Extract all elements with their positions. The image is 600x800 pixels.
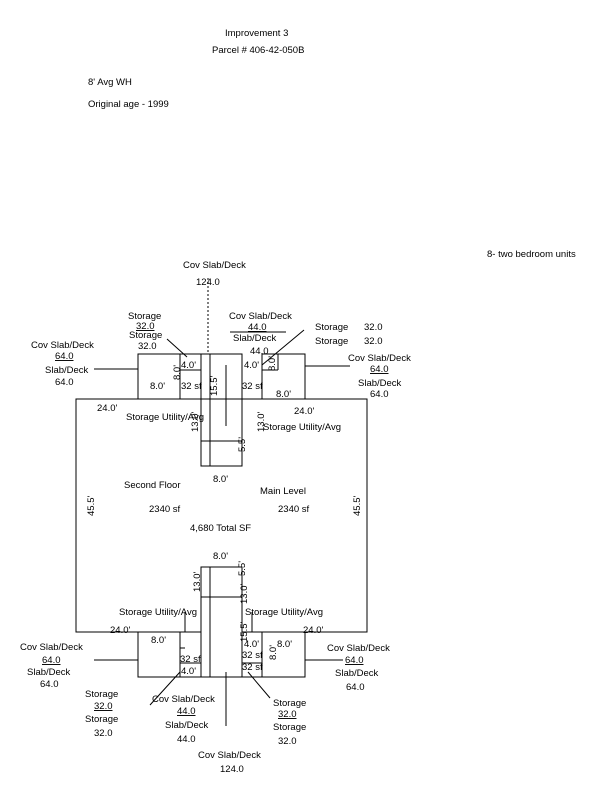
top-right-slab-value: 64.0 [370, 389, 389, 400]
top-dim-55: 5.5' [237, 437, 248, 452]
bottom-mid-slab-label: Slab/Deck [165, 720, 209, 731]
top-left-storage-a-value: 32.0 [136, 321, 155, 332]
bottom-cov-slab-label: Cov Slab/Deck [198, 750, 261, 761]
bottom-dim-8rv: 8.0' [268, 645, 279, 660]
top-dim-4a: 4.0' [181, 360, 196, 371]
top-mid-cov-value: 44.0 [248, 322, 267, 333]
bottom-mid-cov-label: Cov Slab/Deck [152, 694, 215, 705]
bottom-left-storage-a-value: 32.0 [94, 701, 113, 712]
units-note: 8- two bedroom units [487, 249, 576, 260]
top-right-slab-label: Slab/Deck [358, 378, 402, 389]
top-dim-13r: 13.0' [256, 412, 267, 432]
top-dim-24l: 24.0' [97, 403, 117, 414]
bottom-storage-util-left: Storage Utility/Avg [119, 607, 197, 618]
top-right-storage-b-value: 32.0 [364, 336, 383, 347]
top-mid-slab-value: 44.0 [250, 346, 269, 357]
top-left-slab-value: 64.0 [55, 377, 74, 388]
bottom-dim-32r1: 32 sf [242, 650, 263, 661]
top-left-storage-b-label: Storage [129, 330, 162, 341]
bottom-left-deck [137, 631, 202, 678]
right-dim-455: 45.5' [352, 496, 363, 516]
bottom-dim-13l: 13.0' [192, 572, 203, 592]
bottom-dim-24r: 24.0' [303, 625, 323, 636]
bottom-dim-13r: 13.0' [239, 584, 250, 604]
top-right-storage-b-label: Storage [315, 336, 348, 347]
bottom-dim-32l: 32 sf [180, 654, 201, 665]
bottom-right-slab-value: 64.0 [346, 682, 365, 693]
top-right-deck [261, 353, 306, 400]
top-dim-24r: 24.0' [294, 406, 314, 417]
second-floor-label: Second Floor [124, 480, 181, 491]
top-left-cov-label: Cov Slab/Deck [31, 340, 94, 351]
bottom-storage-util-right: Storage Utility/Avg [245, 607, 323, 618]
bottom-left-storage-b-value: 32.0 [94, 728, 113, 739]
top-right-cov-value: 64.0 [370, 364, 389, 375]
main-level-label: Main Level [260, 486, 306, 497]
avg-wall-height: 8' Avg WH [88, 77, 132, 88]
left-dim-455: 45.5' [86, 496, 97, 516]
top-storage-util-right: Storage Utility/Avg [263, 422, 341, 433]
second-floor-sf: 2340 sf [149, 504, 181, 515]
bottom-right-cov-label: Cov Slab/Deck [327, 643, 390, 654]
top-dim-32a: 32 sf [181, 381, 202, 392]
bottom-dim-32r2: 32 sf [242, 662, 263, 673]
top-cov-slab-value: 124.0 [196, 277, 220, 288]
top-dim-32b: 32 sf [242, 381, 263, 392]
bottom-mid-cov-value: 44.0 [177, 706, 196, 717]
bottom-dim-8l: 8.0' [151, 635, 166, 646]
bottom-cov-slab-value: 124.0 [220, 764, 244, 775]
top-dim-8d: 8.0' [276, 389, 291, 400]
top-right-storage-a-value: 32.0 [364, 322, 383, 333]
bottom-right-storage-b-value: 32.0 [278, 736, 297, 747]
bottom-left-cov-value: 64.0 [42, 655, 61, 666]
sketch-title: Improvement 3 [225, 28, 289, 39]
top-dim-8c: 8.0' [267, 356, 278, 371]
bottom-dim-4r: 4.0' [244, 639, 259, 650]
top-cov-slab-label: Cov Slab/Deck [183, 260, 246, 271]
bottom-right-deck [241, 631, 306, 678]
top-dim-8b: 8.0' [172, 365, 183, 380]
bottom-dim-155: 15.5' [239, 622, 250, 642]
top-left-cov-value: 64.0 [55, 351, 74, 362]
bottom-mid-slab-value: 44.0 [177, 734, 196, 745]
bottom-dim-55: 5.5' [237, 561, 248, 576]
parcel-number: Parcel # 406-42-050B [212, 45, 305, 56]
bottom-right-storage-a-label: Storage [273, 698, 306, 709]
top-left-storage-b-value: 32.0 [138, 341, 157, 352]
bottom-dim-8r: 8.0' [277, 639, 292, 650]
bottom-right-slab-label: Slab/Deck [335, 668, 379, 679]
top-dim-8a: 8.0' [150, 381, 165, 392]
bottom-left-slab-value: 64.0 [40, 679, 59, 690]
top-right-cov-label: Cov Slab/Deck [348, 353, 411, 364]
bottom-left-cov-label: Cov Slab/Deck [20, 642, 83, 653]
bottom-left-storage-a-label: Storage [85, 689, 118, 700]
top-dim-4b: 4.0' [244, 360, 259, 371]
bottom-right-cov-value: 64.0 [345, 655, 364, 666]
top-dim-8-bottom: 8.0' [213, 474, 228, 485]
top-right-storage-a-label: Storage [315, 322, 348, 333]
top-storage-util-left: Storage Utility/Avg [126, 412, 204, 423]
top-corridor [200, 353, 243, 400]
bottom-left-storage-b-label: Storage [85, 714, 118, 725]
top-dim-155: 15.5' [209, 376, 220, 396]
bottom-right-storage-b-label: Storage [273, 722, 306, 733]
bottom-dim-24l: 24.0' [110, 625, 130, 636]
top-dim-13l: 13.0' [190, 412, 201, 432]
bottom-left-slab-label: Slab/Deck [27, 667, 71, 678]
main-level-sf: 2340 sf [278, 504, 310, 515]
bottom-right-storage-a-value: 32.0 [278, 709, 297, 720]
bottom-dim-4l: 4.0' [181, 666, 196, 677]
bottom-dim-8-top: 8.0' [213, 551, 228, 562]
top-left-storage-a-label: Storage [128, 311, 161, 322]
top-mid-cov-label: Cov Slab/Deck [229, 311, 292, 322]
total-sf: 4,680 Total SF [190, 523, 251, 534]
top-mid-slab-label: Slab/Deck [233, 333, 277, 344]
original-age: Original age - 1999 [88, 99, 169, 110]
top-left-slab-label: Slab/Deck [45, 365, 89, 376]
